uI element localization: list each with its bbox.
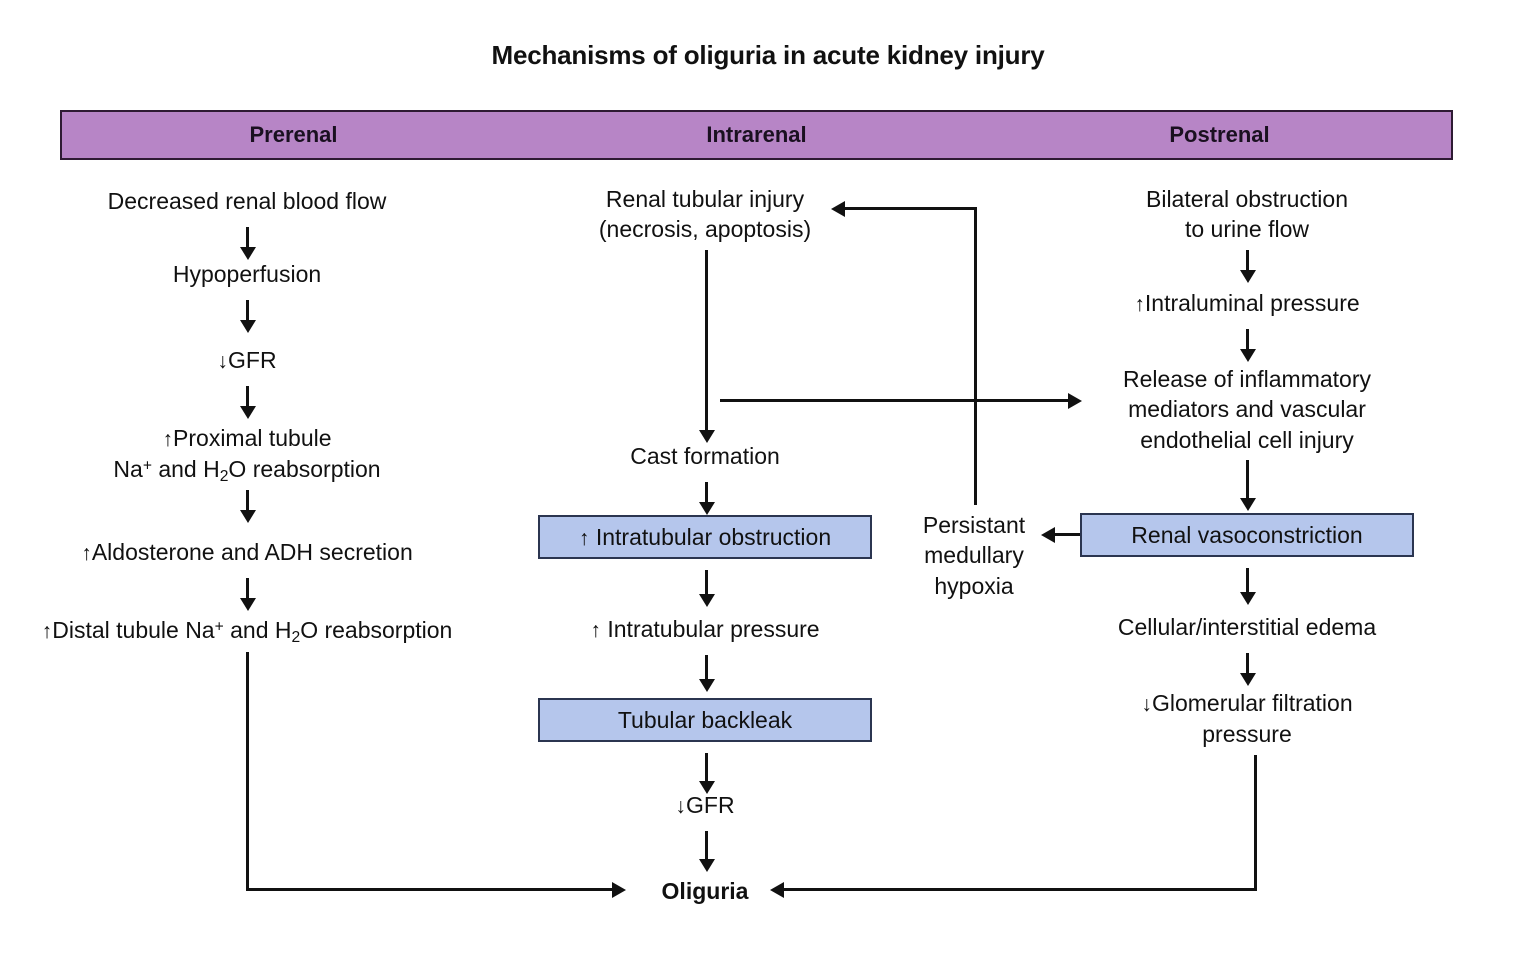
- node-decreased-glomerular-filtration-pressure: ↓Glomerular filtration pressure: [1141, 688, 1352, 749]
- arrow-cast-to-intratubular-obstruction: [705, 482, 708, 504]
- inflammatory-line1: Release of inflammatory: [1123, 366, 1371, 392]
- header-column-intrarenal: Intrarenal: [706, 122, 807, 147]
- category-header-band: Prerenal Intrarenal Postrenal: [60, 110, 1453, 160]
- connector-intrarenal-to-postrenal: [720, 399, 1070, 402]
- node-increased-distal-tubule-reabsorption: ↑Distal tubule Na+ and H2O reabsorption: [41, 617, 453, 646]
- arrow-down-glyph: ↓: [1141, 693, 1152, 716]
- glomerular-filtration-line1: ↓Glomerular filtration: [1141, 690, 1353, 716]
- node-persistant-medullary-hypoxia: Persistant medullary hypoxia: [913, 510, 1035, 601]
- intratubular-obstruction-label: ↑ Intratubular obstruction: [578, 523, 832, 550]
- arrow-obstruction-to-pressure: [705, 570, 708, 596]
- arrow-proximal-to-aldosterone: [246, 490, 249, 512]
- arrow-backleak-to-gfr: [705, 753, 708, 783]
- renal-tubular-injury-line1: Renal tubular injury: [605, 186, 805, 212]
- arrow-up-glyph: ↑: [578, 526, 590, 550]
- glomerular-filtration-line2: pressure: [1202, 720, 1292, 747]
- node-increased-intraluminal-pressure: ↑Intraluminal pressure: [1134, 290, 1360, 316]
- connector-postrenal-to-oliguria: [782, 888, 1257, 891]
- arrow-blood-flow-to-hypoperfusion: [246, 227, 249, 249]
- node-release-of-inflammatory-mediators: Release of inflammatory mediators and va…: [1123, 364, 1371, 455]
- box-increased-intratubular-obstruction: ↑ Intratubular obstruction: [538, 515, 872, 559]
- arrow-up-glyph: ↑: [162, 428, 174, 451]
- node-cast-formation: Cast formation: [630, 443, 780, 469]
- arrow-inflammatory-to-vasoconstriction: [1246, 460, 1249, 500]
- inflammatory-line2: mediators and vascular: [1128, 396, 1366, 423]
- bilateral-obstruction-line2: to urine flow: [1184, 216, 1309, 243]
- arrow-vasoconstriction-to-edema: [1246, 568, 1249, 594]
- persistant-hypoxia-line2: medullary: [924, 542, 1024, 569]
- node-cellular-interstitial-edema: Cellular/interstitial edema: [1117, 614, 1377, 640]
- persistant-hypoxia-line3: hypoxia: [934, 572, 1014, 599]
- arrow-up-glyph: ↑: [590, 619, 601, 642]
- bilateral-obstruction-line1: Bilateral obstruction: [1146, 186, 1348, 212]
- node-decreased-renal-blood-flow: Decreased renal blood flow: [107, 188, 387, 214]
- node-increased-aldosterone-adh-secretion: ↑Aldosterone and ADH secretion: [81, 539, 413, 565]
- connector-hypoxia-feedback-to-tubular-injury: [843, 207, 977, 210]
- node-oliguria: Oliguria: [661, 878, 749, 904]
- proximal-tubule-line1: ↑Proximal tubule: [162, 425, 332, 451]
- arrow-obstruction-to-intraluminal-pressure: [1246, 250, 1249, 272]
- node-hypoperfusion: Hypoperfusion: [172, 261, 322, 287]
- arrow-pressure-to-backleak: [705, 655, 708, 681]
- proximal-tubule-line2: Na+ and H2O reabsorption: [113, 455, 381, 485]
- node-increased-proximal-tubule-reabsorption: ↑Proximal tubule Na+ and H2O reabsorptio…: [113, 423, 380, 487]
- arrow-up-glyph: ↑: [1134, 293, 1145, 316]
- arrow-aldosterone-to-distal-tubule: [246, 578, 249, 600]
- node-renal-tubular-injury: Renal tubular injury (necrosis, apoptosi…: [599, 184, 811, 245]
- arrow-intraluminal-to-inflammatory: [1246, 329, 1249, 351]
- box-tubular-backleak: Tubular backleak: [538, 698, 872, 742]
- arrow-hypoperfusion-to-gfr: [246, 300, 249, 322]
- connector-prerenal-vertical: [246, 652, 249, 891]
- header-column-postrenal: Postrenal: [1169, 122, 1270, 147]
- node-decreased-gfr-prerenal: ↓GFR: [217, 347, 277, 373]
- arrow-tubular-injury-to-cast-formation: [705, 250, 708, 432]
- arrow-up-glyph: ↑: [81, 542, 92, 565]
- box-renal-vasoconstriction: Renal vasoconstriction: [1080, 513, 1414, 557]
- persistant-hypoxia-line1: Persistant: [922, 512, 1026, 538]
- page-title: Mechanisms of oliguria in acute kidney i…: [491, 40, 1045, 70]
- node-bilateral-obstruction: Bilateral obstruction to urine flow: [1146, 184, 1348, 245]
- arrow-edema-to-filtration-pressure: [1246, 653, 1249, 675]
- arrow-gfr-to-oliguria: [705, 831, 708, 861]
- inflammatory-line3: endothelial cell injury: [1140, 426, 1354, 453]
- node-decreased-gfr-intrarenal: ↓GFR: [675, 792, 735, 818]
- node-increased-intratubular-pressure: ↑ Intratubular pressure: [590, 616, 820, 642]
- arrow-up-glyph: ↑: [41, 620, 53, 643]
- connector-prerenal-to-oliguria: [246, 888, 614, 891]
- arrow-gfr-to-proximal-tubule: [246, 386, 249, 408]
- arrow-down-glyph: ↓: [675, 795, 687, 818]
- connector-vasoconstriction-to-hypoxia: [1053, 533, 1080, 536]
- renal-tubular-injury-line2: (necrosis, apoptosis): [598, 216, 812, 243]
- arrow-down-glyph: ↓: [217, 350, 229, 373]
- header-column-prerenal: Prerenal: [249, 122, 338, 147]
- connector-postrenal-vertical: [1254, 755, 1257, 891]
- connector-hypoxia-feedback-vertical: [974, 208, 977, 505]
